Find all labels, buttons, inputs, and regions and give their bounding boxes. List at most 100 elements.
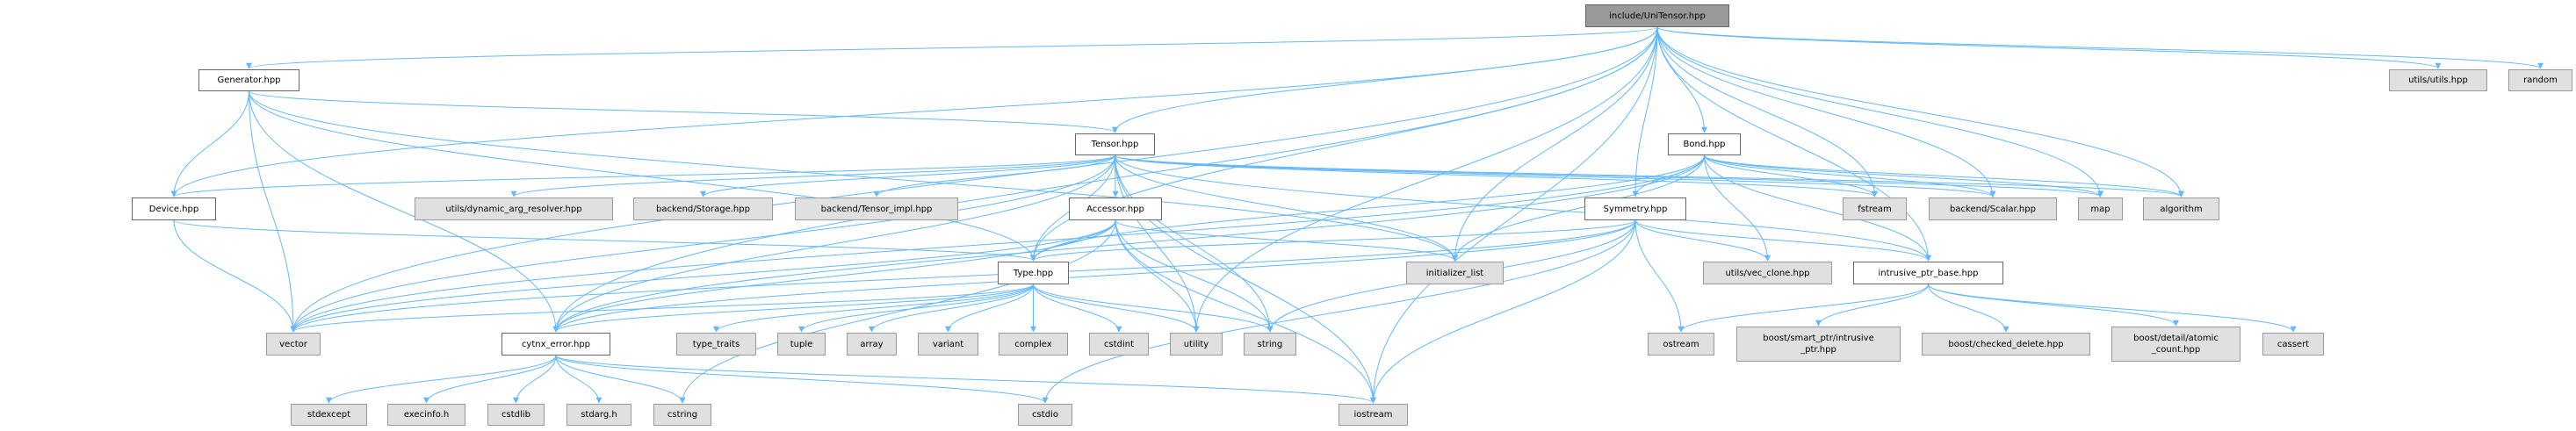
node-fstream[interactable]: fstream	[1843, 198, 1907, 220]
node-storage[interactable]: backend/Storage.hpp	[633, 198, 773, 220]
node-map[interactable]: map	[2078, 198, 2123, 220]
edge-intrusive-to-cassert	[1928, 284, 2297, 333]
edge-bond-to-intrusive	[1704, 154, 1931, 262]
node-stdarg[interactable]: stdarg.h	[566, 404, 631, 426]
node-typetraits[interactable]: type_traits	[676, 333, 756, 356]
edge-device-to-type	[173, 219, 1036, 262]
edge-symmetry-to-type	[1030, 219, 1636, 262]
node-device[interactable]: Device.hpp	[132, 198, 216, 220]
node-cytnxerr[interactable]: cytnx_error.hpp	[501, 333, 610, 356]
edge-tensor-to-intrusive	[1115, 154, 1931, 262]
node-cstdio[interactable]: cstdio	[1018, 404, 1072, 426]
edge-type-to-cstdint	[1033, 284, 1122, 333]
edge-tensor-to-utility	[1115, 154, 1200, 333]
edge-type-to-array	[869, 284, 1034, 333]
edge-generator-to-device	[170, 90, 249, 198]
node-string[interactable]: string	[1244, 333, 1296, 356]
edge-tensor-to-scalar	[1115, 154, 1996, 198]
node-complex[interactable]: complex	[999, 333, 1068, 356]
edge-unitensor-to-scalar	[1656, 26, 1996, 198]
node-vector[interactable]: vector	[266, 333, 321, 356]
edge-unitensor-to-iostream	[1370, 26, 1658, 404]
edge-unitensor-to-random	[1656, 26, 2544, 69]
edge-type-to-cytnxerr	[552, 284, 1034, 333]
node-array[interactable]: array	[847, 333, 897, 356]
node-cstring[interactable]: cstring	[653, 404, 711, 426]
edge-unitensor-to-algorithm	[1656, 26, 2184, 198]
node-ostream[interactable]: ostream	[1648, 333, 1714, 356]
edge-intrusive-to-smartptr	[1815, 284, 1929, 327]
edge-unitensor-to-generator	[246, 26, 1658, 69]
edge-generator-to-initlist	[249, 90, 1458, 262]
edge-accessor-to-vector	[290, 219, 1116, 333]
edge-bond-to-cytnxerr	[552, 154, 1705, 333]
node-variant[interactable]: variant	[918, 333, 978, 356]
node-stdexcept[interactable]: stdexcept	[291, 404, 367, 426]
node-cstdint[interactable]: cstdint	[1089, 333, 1149, 356]
node-dynargs[interactable]: utils/dynamic_arg_resolver.hpp	[415, 198, 613, 220]
edge-generator-to-cytnxerr	[249, 90, 559, 333]
edge-bond-to-map	[1704, 154, 2103, 198]
edge-tensor-to-string	[1115, 154, 1274, 333]
edge-intrusive-to-atomic	[1928, 284, 2179, 327]
node-symmetry[interactable]: Symmetry.hpp	[1584, 198, 1686, 220]
node-tuple[interactable]: tuple	[777, 333, 826, 356]
edge-type-to-vector	[290, 284, 1034, 333]
node-random[interactable]: random	[2508, 69, 2572, 91]
edge-bond-to-vecclone	[1704, 154, 1771, 262]
edge-tensor-to-dynargs	[510, 154, 1115, 198]
edge-unitensor-to-tensor	[1112, 26, 1658, 133]
edge-tensor-to-timpl	[873, 154, 1115, 198]
edge-unitensor-to-initlist	[1452, 26, 1658, 262]
node-tensor[interactable]: Tensor.hpp	[1075, 133, 1155, 155]
node-cstdlib[interactable]: cstdlib	[487, 404, 545, 426]
edge-unitensor-to-intrusive	[1656, 26, 1931, 262]
node-type[interactable]: Type.hpp	[998, 262, 1069, 284]
edge-unitensor-to-map	[1656, 26, 2103, 198]
node-intrusive[interactable]: intrusive_ptr_base.hpp	[1853, 262, 2003, 284]
edge-intrusive-to-checkeddel	[1928, 284, 2010, 333]
edge-accessor-to-string	[1115, 219, 1274, 333]
node-initlist[interactable]: initializer_list	[1406, 262, 1504, 284]
node-utility[interactable]: utility	[1170, 333, 1223, 356]
edge-tensor-to-initlist	[1115, 154, 1458, 262]
node-timpl[interactable]: backend/Tensor_impl.hpp	[795, 198, 958, 220]
edge-tensor-to-fstream	[1115, 154, 1878, 198]
edge-bond-to-type	[1030, 154, 1705, 262]
edge-cytnxerr-to-cstdio	[555, 355, 1049, 404]
edge-tensor-to-device	[170, 154, 1115, 198]
edge-bond-to-initlist	[1452, 154, 1705, 262]
edge-cytnxerr-to-cstdlib	[513, 355, 557, 404]
edge-unitensor-to-symmetry	[1632, 26, 1658, 198]
node-execinfo[interactable]: execinfo.h	[387, 404, 465, 426]
edge-symmetry-to-intrusive	[1634, 219, 1931, 262]
node-utils[interactable]: utils/utils.hpp	[2389, 69, 2487, 91]
edge-bond-to-algorithm	[1704, 154, 2184, 198]
node-algorithm[interactable]: algorithm	[2143, 198, 2219, 220]
edge-type-to-utility	[1033, 284, 1200, 333]
node-atomic[interactable]: boost/detail/atomic _count.hpp	[2111, 327, 2240, 362]
node-smartptr[interactable]: boost/smart_ptr/intrusive _ptr.hpp	[1736, 327, 1901, 362]
node-iostream[interactable]: iostream	[1339, 404, 1408, 426]
edge-generator-to-vector	[249, 90, 297, 333]
node-accessor[interactable]: Accessor.hpp	[1069, 198, 1162, 220]
edge-symmetry-to-vector	[290, 219, 1636, 333]
node-checkeddel[interactable]: boost/checked_delete.hpp	[1922, 333, 2090, 356]
edge-cytnxerr-to-stdarg	[555, 355, 603, 404]
node-unitensor[interactable]: include/UniTensor.hpp	[1585, 4, 1729, 27]
edge-unitensor-to-vector	[290, 26, 1658, 333]
node-cassert[interactable]: cassert	[2262, 333, 2324, 356]
node-generator[interactable]: Generator.hpp	[198, 69, 299, 91]
node-scalar[interactable]: backend/Scalar.hpp	[1929, 198, 2057, 220]
edge-intrusive-to-ostream	[1678, 284, 1929, 333]
node-bond[interactable]: Bond.hpp	[1668, 133, 1741, 155]
edge-tensor-to-algorithm	[1115, 154, 2184, 198]
edge-device-to-vector	[173, 219, 297, 333]
edge-tensor-to-cytnxerr	[552, 154, 1115, 333]
edge-symmetry-to-cstdio	[1042, 219, 1636, 404]
edge-cytnxerr-to-iostream	[555, 355, 1376, 404]
edge-type-to-variant	[945, 284, 1034, 333]
node-vecclone[interactable]: utils/vec_clone.hpp	[1703, 262, 1832, 284]
edge-bond-to-vector	[290, 154, 1705, 333]
